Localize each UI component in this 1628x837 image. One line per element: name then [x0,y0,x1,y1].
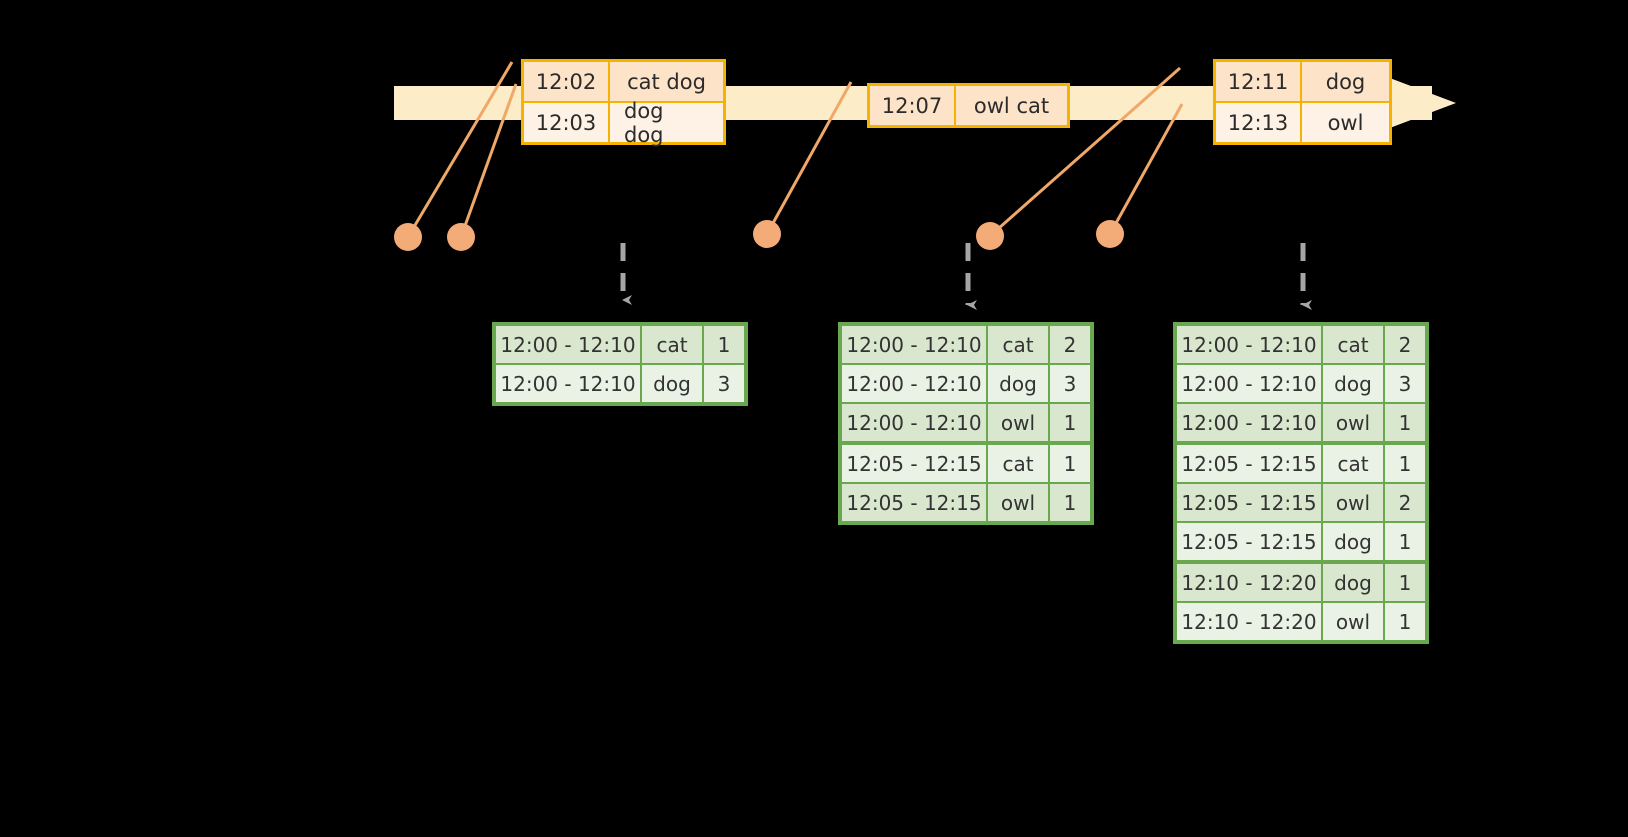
cell-window: 12:00 - 12:10 [1177,365,1323,402]
cell-window: 12:05 - 12:15 [842,445,988,482]
event-time: 12:03 [524,103,610,142]
cell-window: 12:05 - 12:15 [1177,484,1323,521]
event-box-1[interactable]: 12:02 cat dog 12:03 dog dog [521,59,726,147]
cell-count: 3 [704,365,744,402]
event-dot-1203 [447,223,475,251]
cell-window: 12:00 - 12:10 [842,326,988,363]
cell-window: 12:05 - 12:15 [842,484,988,521]
cell-window: 12:00 - 12:10 [842,404,988,441]
event-words: owl [1302,103,1389,142]
event-row[interactable]: 12:11 dog [1216,62,1389,101]
cell-count: 1 [1050,484,1090,521]
cell-key: cat [642,326,704,363]
event-time: 12:13 [1216,103,1302,142]
cell-window: 12:00 - 12:10 [496,365,642,402]
event-box-3[interactable]: 12:11 dog 12:13 owl [1213,59,1392,145]
cell-count: 2 [1385,326,1425,363]
cell-key: dog [988,365,1050,402]
cell-window: 12:00 - 12:10 [1177,326,1323,363]
event-words: dog dog [610,99,723,147]
event-row[interactable]: 12:03 dog dog [524,99,723,147]
event-dot-group [394,220,1124,251]
event-dot-1213 [1096,220,1124,248]
cell-key: cat [988,445,1050,482]
cell-key: dog [1323,523,1385,560]
event-connectors [406,61,1184,238]
cell-count: 1 [1385,603,1425,640]
cell-key: cat [1323,326,1385,363]
cell-window: 12:05 - 12:15 [1177,523,1323,560]
emit-arrow-group [620,243,1312,310]
cell-window: 12:00 - 12:10 [1177,404,1323,441]
cell-window: 12:05 - 12:15 [1177,445,1323,482]
cell-window: 12:00 - 12:10 [842,365,988,402]
cell-count: 3 [1385,365,1425,402]
cell-count: 1 [704,326,744,363]
event-dot-1207 [753,220,781,248]
cell-key: owl [1323,603,1385,640]
event-row[interactable]: 12:07 owl cat [870,86,1067,125]
cell-key: owl [988,404,1050,441]
cell-count: 1 [1050,404,1090,441]
event-words: cat dog [610,62,723,101]
cell-count: 1 [1385,445,1425,482]
cell-count: 1 [1385,404,1425,441]
cell-count: 1 [1385,523,1425,560]
cell-key: owl [1323,404,1385,441]
cell-key: owl [988,484,1050,521]
cell-key: cat [988,326,1050,363]
event-row[interactable]: 12:02 cat dog [524,62,723,101]
event-time: 12:11 [1216,62,1302,101]
event-time: 12:07 [870,86,956,125]
cell-count: 3 [1050,365,1090,402]
event-time: 12:02 [524,62,610,101]
event-dot-1202 [394,223,422,251]
cell-window: 12:10 - 12:20 [1177,603,1323,640]
cell-key: dog [1323,564,1385,601]
event-words: owl cat [956,86,1067,125]
event-row[interactable]: 12:13 owl [1216,101,1389,142]
cell-key: cat [1323,445,1385,482]
cell-key: owl [1323,484,1385,521]
cell-count: 1 [1385,564,1425,601]
cell-window: 12:10 - 12:20 [1177,564,1323,601]
event-box-2[interactable]: 12:07 owl cat [867,83,1070,128]
event-dot-1211 [976,222,1004,250]
event-words: dog [1302,62,1389,101]
cell-window: 12:00 - 12:10 [496,326,642,363]
cell-count: 2 [1050,326,1090,363]
cell-count: 1 [1050,445,1090,482]
cell-key: dog [1323,365,1385,402]
cell-key: dog [642,365,704,402]
cell-count: 2 [1385,484,1425,521]
